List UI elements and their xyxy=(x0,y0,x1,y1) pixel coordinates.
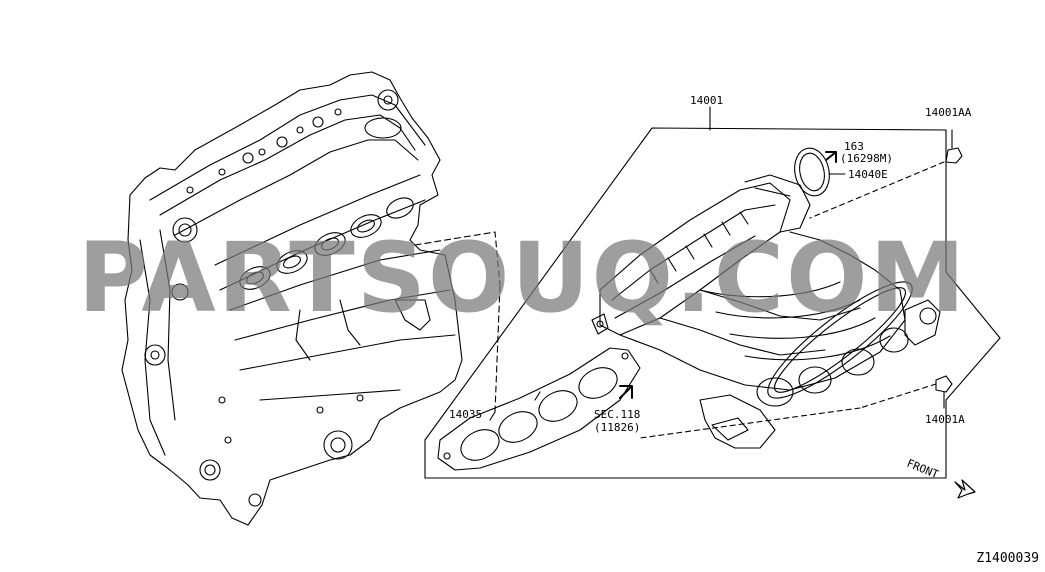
label-14001: 14001 xyxy=(690,94,723,107)
assembly-outline-box xyxy=(424,127,1001,479)
label-sec-163: 163 xyxy=(844,140,864,153)
label-14001a: 14001A xyxy=(925,413,965,426)
sec-163-arrow xyxy=(825,151,837,163)
engine-assembly-drawing xyxy=(121,71,501,526)
intake-manifold-drawing xyxy=(591,174,941,449)
oring-14040e-drawing xyxy=(794,147,830,197)
label-sec-118: SEC.118 xyxy=(594,408,640,421)
gasket-14035-drawing xyxy=(437,284,641,471)
label-14040e: 14040E xyxy=(848,168,888,181)
diagram-code: Z1400039 xyxy=(976,551,1039,566)
label-14035: 14035 xyxy=(449,408,482,421)
label-14001aa: 14001AA xyxy=(925,106,972,119)
label-sec-118-code: (11826) xyxy=(594,421,640,434)
front-direction-arrow xyxy=(954,479,976,499)
bolt-14001aa-drawing xyxy=(809,129,963,219)
sec-118-arrow xyxy=(619,385,633,399)
bolt-14001a-drawing xyxy=(639,375,953,439)
label-sec-163-code: (16298M) xyxy=(840,152,893,165)
